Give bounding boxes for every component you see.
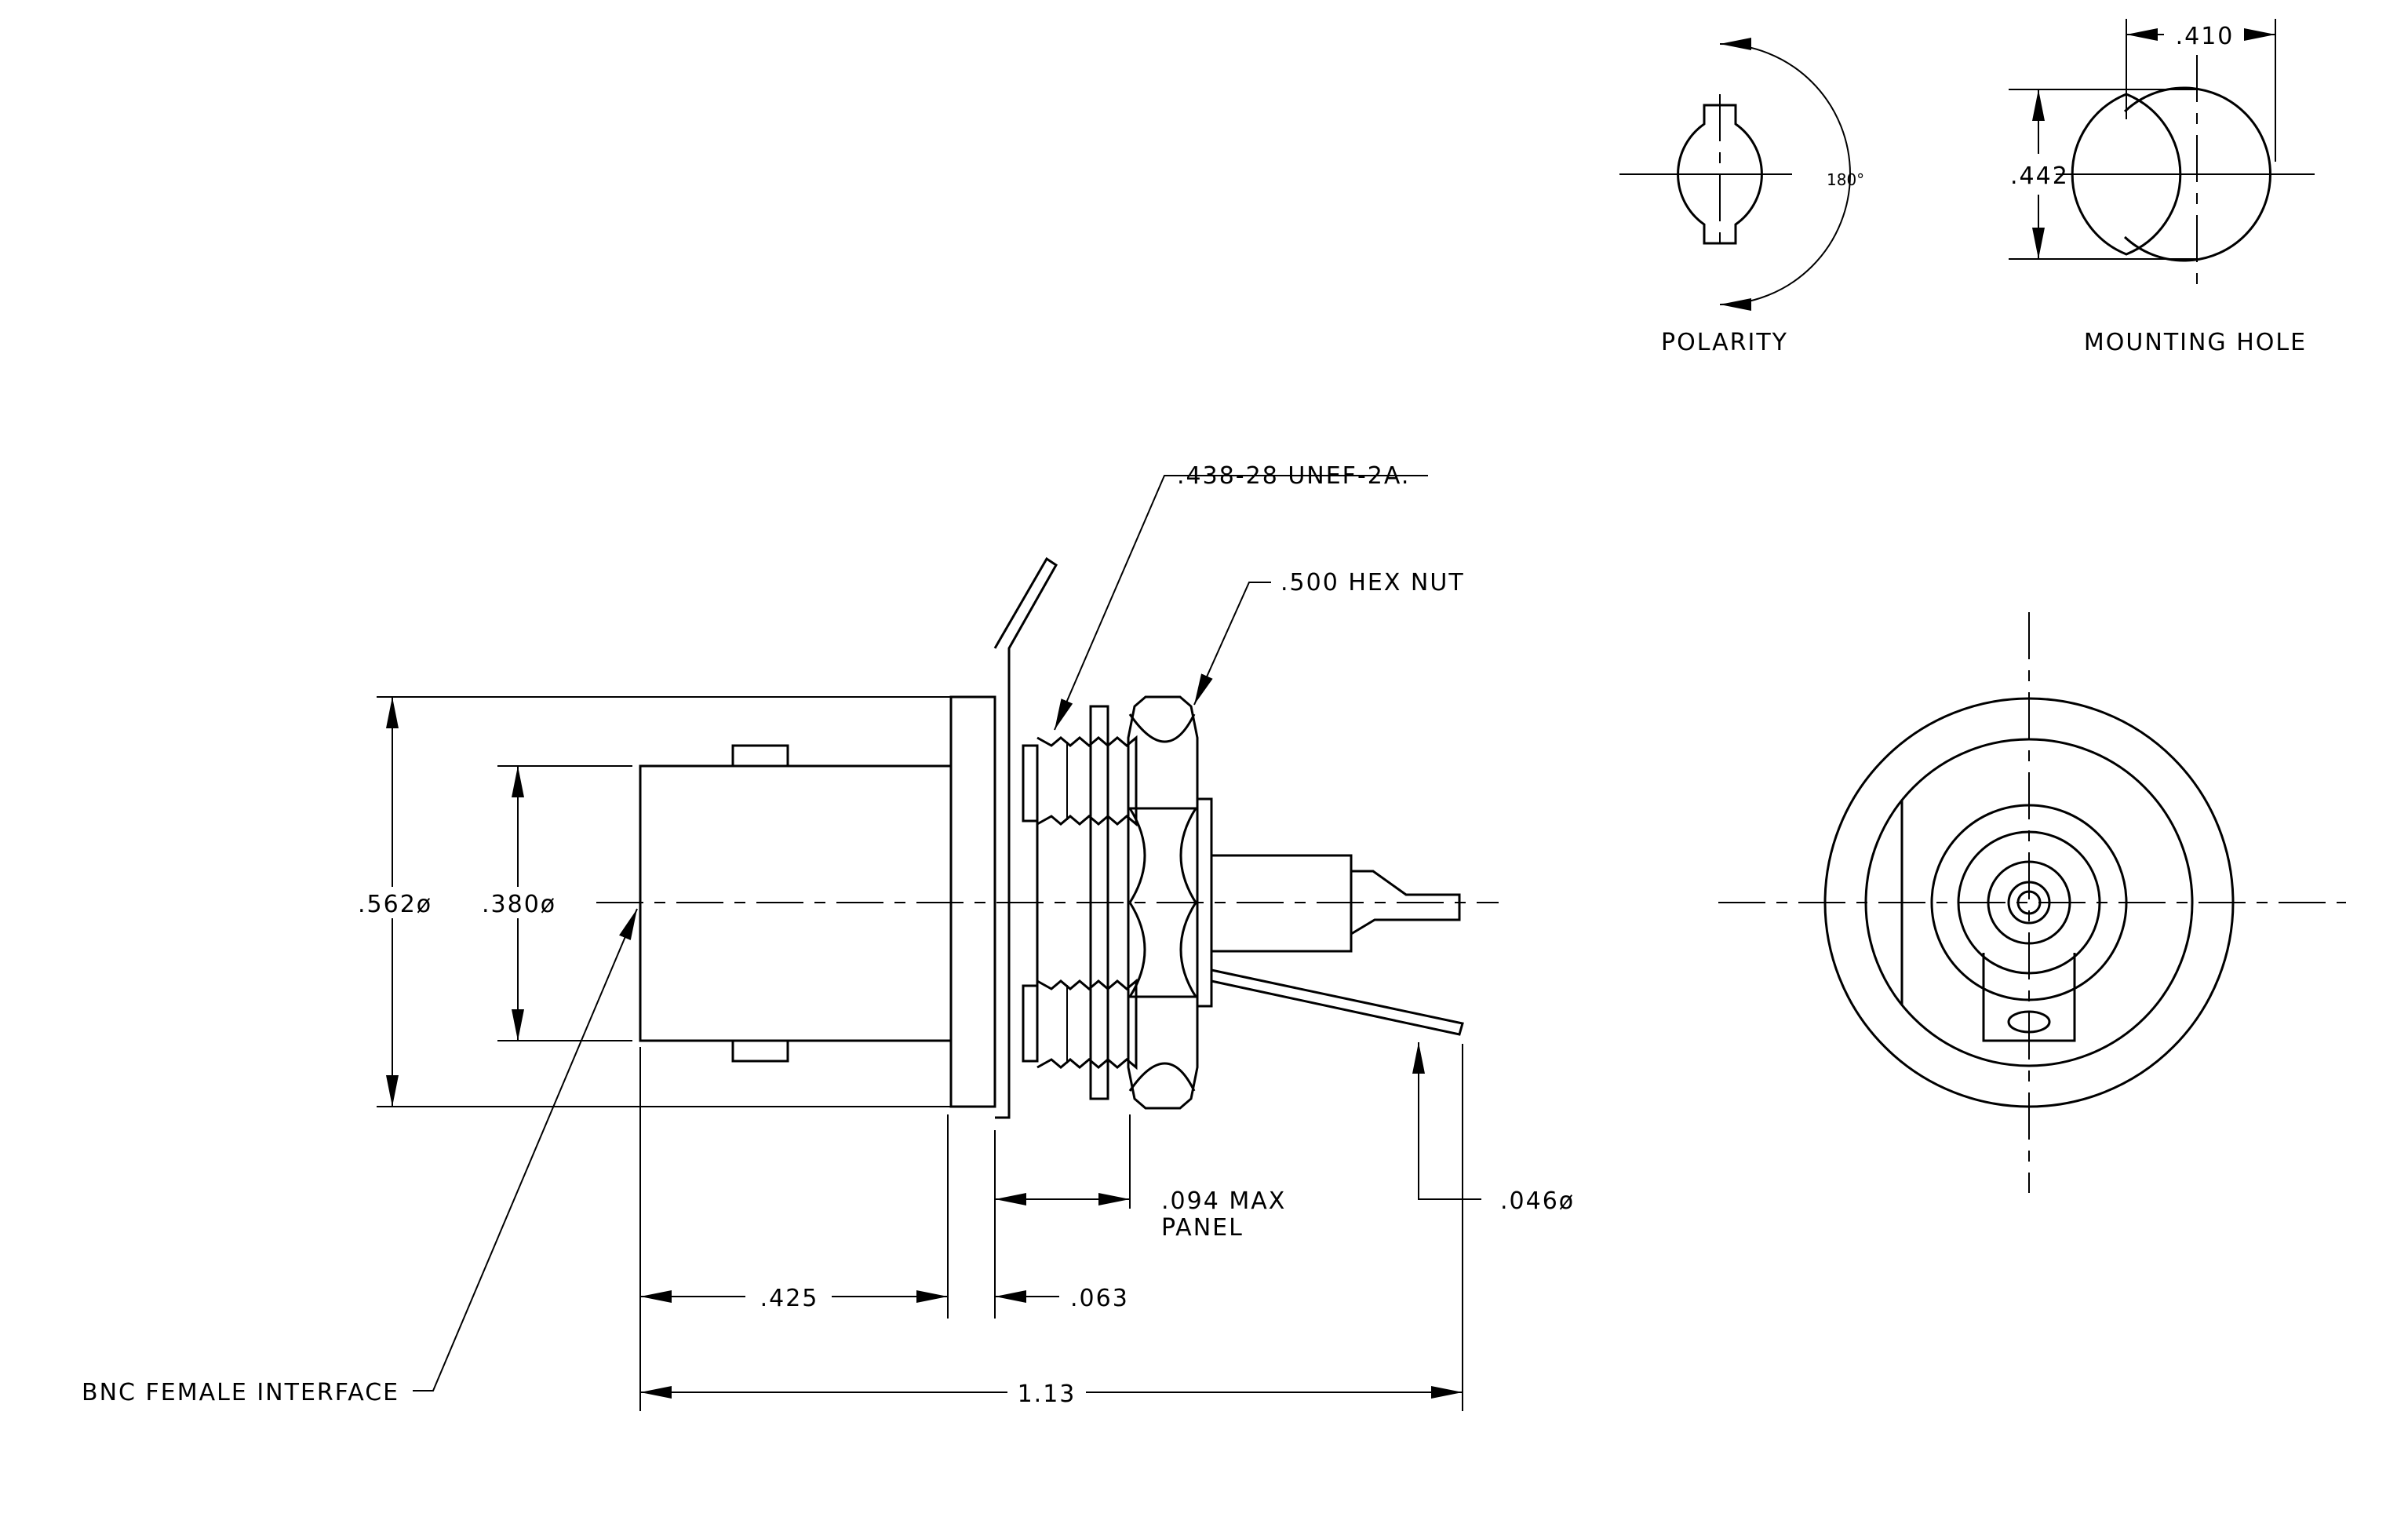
side-view-dimensions: .562ø .380ø .438-28 UNEF-2A. .500 HEX NU… (82, 462, 1575, 1411)
mounting-hole-view: .410 .442 MOUNTING HOLE (2009, 19, 2315, 356)
dia-380-label: .380ø (482, 891, 556, 918)
dia-046-label: .046ø (1500, 1187, 1575, 1215)
dim-063-label: .063 (1070, 1285, 1129, 1312)
polarity-view: 180° POLARITY (1619, 38, 1864, 356)
angle-180-label: 180° (1827, 170, 1864, 189)
side-view (596, 556, 1499, 1119)
mounting-hole-label: MOUNTING HOLE (2084, 329, 2307, 356)
dim-442-label: .442 (2010, 162, 2069, 190)
dia-562-label: .562ø (358, 891, 432, 918)
dim-425-label: .425 (760, 1285, 819, 1312)
end-view (1718, 612, 2346, 1193)
panel-max-line1: .094 MAX (1161, 1187, 1286, 1215)
thread-spec-label: .438-28 UNEF-2A. (1177, 462, 1410, 490)
dim-113-label: 1.13 (1018, 1381, 1076, 1408)
polarity-label: POLARITY (1661, 329, 1788, 356)
bnc-interface-label: BNC FEMALE INTERFACE (82, 1379, 399, 1406)
dim-410-label: .410 (2176, 23, 2235, 50)
hex-nut-label: .500 HEX NUT (1281, 569, 1465, 596)
panel-max-line2: PANEL (1161, 1214, 1244, 1242)
